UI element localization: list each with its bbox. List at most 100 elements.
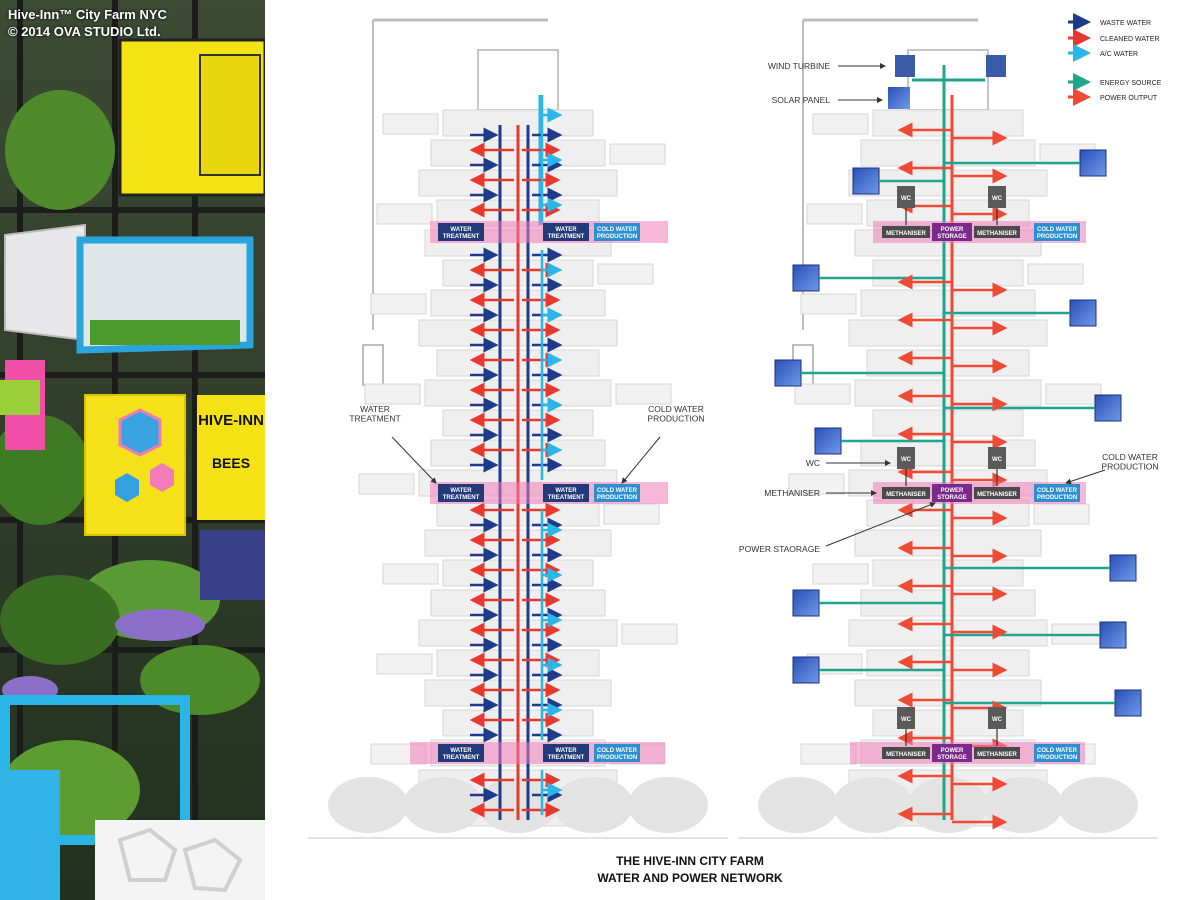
building-left-silhouette xyxy=(308,18,728,839)
floor-block xyxy=(872,559,1024,587)
callout-power-storage: POWER STAORAGE xyxy=(739,544,820,554)
container-left xyxy=(382,563,439,585)
wc-label: WC xyxy=(901,196,912,202)
floor-block xyxy=(424,229,612,257)
photo-credit-line2: © 2014 OVA STUDIO Ltd. xyxy=(8,24,161,39)
container-right xyxy=(1039,743,1096,765)
tree xyxy=(983,777,1063,833)
floor-block xyxy=(418,319,618,347)
methaniser-box xyxy=(974,226,1020,238)
water-treatment-box xyxy=(438,744,484,762)
water-treatment-box xyxy=(438,223,484,241)
cold-water-box xyxy=(594,223,640,241)
floor-block xyxy=(854,529,1042,557)
container-right xyxy=(1039,143,1096,165)
floor-block xyxy=(442,109,594,137)
floor-block xyxy=(430,289,606,317)
container-left xyxy=(800,743,857,765)
solar-panel-icon xyxy=(792,264,820,292)
solar-panel-icon xyxy=(1094,394,1122,422)
wc-label: WC xyxy=(992,457,1003,463)
tree xyxy=(628,777,708,833)
container-left xyxy=(376,653,433,675)
legend-label-energy-source: ENERGY SOURCE xyxy=(1100,80,1162,87)
floor-band xyxy=(410,742,665,764)
floor-block xyxy=(848,769,1048,797)
callout-arrow xyxy=(1065,469,1106,485)
sign-bees: BEES xyxy=(212,455,250,471)
floor-band xyxy=(873,482,1086,504)
diagram-caption: THE HIVE-INN CITY FARM WATER AND POWER N… xyxy=(530,853,850,887)
floor-block xyxy=(436,349,600,377)
container-right xyxy=(1033,503,1090,525)
water-treatment-box xyxy=(543,744,589,762)
floor-block xyxy=(848,319,1048,347)
caption-line1: THE HIVE-INN CITY FARM xyxy=(616,854,764,868)
floor-block xyxy=(866,199,1030,227)
solar-panel-icon xyxy=(814,427,842,455)
legend-label-ac-water: A/C WATER xyxy=(1100,51,1138,58)
container-right xyxy=(609,743,666,765)
power-storage-box xyxy=(932,484,972,502)
building-right-silhouette xyxy=(738,18,1158,839)
solar-panel-icon xyxy=(1069,299,1097,327)
floor-block xyxy=(436,499,600,527)
floor-block xyxy=(442,409,594,437)
floor-block xyxy=(436,649,600,677)
container-left xyxy=(806,203,863,225)
rendering-photo: HIVE-INN BEES Hive-Inn™ City Farm NYC © … xyxy=(0,0,265,900)
wc-box xyxy=(988,186,1006,208)
container-left xyxy=(370,293,427,315)
callout-wc: WC xyxy=(806,458,820,468)
water-network-flows xyxy=(469,95,563,820)
container-left xyxy=(382,113,439,135)
wc-label: WC xyxy=(901,717,912,723)
solar-panel-icon xyxy=(774,359,802,387)
container-left xyxy=(812,563,869,585)
container-left xyxy=(376,203,433,225)
wc-label: WC xyxy=(901,457,912,463)
water-treatment-box xyxy=(438,484,484,502)
floor-block xyxy=(442,259,594,287)
callout-arrow xyxy=(825,502,936,547)
floor-block xyxy=(430,439,606,467)
methaniser-box xyxy=(882,747,930,759)
container-left xyxy=(364,383,421,405)
wc-box xyxy=(897,447,915,469)
floor-band xyxy=(873,221,1086,243)
container-left xyxy=(370,743,427,765)
container-right xyxy=(1051,623,1108,645)
floor-block xyxy=(866,349,1030,377)
callout-methaniser: METHANISER xyxy=(764,488,820,498)
cold-water-box xyxy=(1034,744,1080,762)
floor-block xyxy=(872,259,1024,287)
floor-block xyxy=(872,409,1024,437)
container-left xyxy=(788,473,845,495)
wc-box xyxy=(897,186,915,208)
floor-block xyxy=(424,529,612,557)
legend-label-power-output: POWER OUTPUT xyxy=(1100,95,1158,102)
floor-band xyxy=(430,482,668,504)
crane-hook xyxy=(792,344,814,386)
solar-panel-icon xyxy=(792,656,820,684)
caption-line2: WATER AND POWER NETWORK xyxy=(597,871,783,885)
methaniser-box xyxy=(974,487,1020,499)
floor-block xyxy=(854,679,1042,707)
wc-label: WC xyxy=(992,196,1003,202)
floor-block xyxy=(436,799,600,827)
tree xyxy=(908,777,988,833)
sign-hive-inn: HIVE-INN xyxy=(198,412,264,429)
methaniser-label: METHANISER xyxy=(886,231,926,237)
